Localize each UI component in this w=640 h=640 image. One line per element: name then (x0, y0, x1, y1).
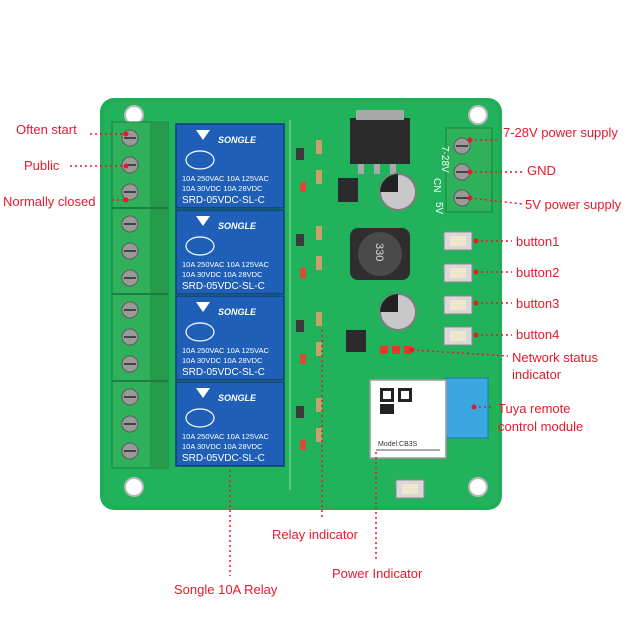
label-gnd: GND (527, 163, 556, 178)
relay-rating-line2: 10A 30VDC 10A 28VDC (182, 184, 263, 193)
label-songle-relay: Songle 10A Relay (174, 582, 278, 597)
relay-rating-line1: 10A 250VAC 10A 125VAC (182, 260, 269, 269)
capacitor (379, 293, 417, 331)
relay-rating-line1: 10A 250VAC 10A 125VAC (182, 432, 269, 441)
relay-rating-line1: 10A 250VAC 10A 125VAC (182, 174, 269, 183)
relay-3: SONGLE 10A 250VAC 10A 125VAC 10A 30VDC 1… (175, 295, 285, 381)
relay-4: SONGLE 10A 250VAC 10A 125VAC 10A 30VDC 1… (175, 381, 285, 467)
label-public: Public (24, 158, 60, 173)
module-model: Model:CB3S (378, 441, 418, 448)
inductor: 330 (350, 228, 410, 280)
mounting-hole (124, 477, 144, 497)
label-button1: button1 (516, 234, 560, 249)
label-power-indicator: Power Indicator (332, 566, 423, 581)
relay-model: SRD-05VDC-SL-C (182, 453, 265, 464)
cn-silk: CN (431, 178, 442, 192)
relay-model: SRD-05VDC-SL-C (182, 367, 265, 378)
relay-rating-line2: 10A 30VDC 10A 28VDC (182, 442, 263, 451)
label-network-status-indicator: indicator (512, 367, 562, 382)
smd-components (296, 140, 322, 450)
power-input-silk: 7-28V (439, 146, 450, 173)
relay-brand: SONGLE (218, 307, 257, 317)
five-v-silk: 5V (433, 202, 444, 215)
tuya-module: Model:CB3S (369, 377, 489, 459)
label-normally-closed: Normally closed (3, 194, 96, 209)
relay-model: SRD-05VDC-SL-C (182, 281, 265, 292)
label-button2: button2 (516, 265, 560, 280)
relay-brand: SONGLE (218, 135, 257, 145)
label-often-start: Often start (16, 122, 77, 137)
label-tuya-remote: Tuya remote (498, 401, 571, 416)
relay-rating-line1: 10A 250VAC 10A 125VAC (182, 346, 269, 355)
label-tuya-control-module: control module (498, 419, 584, 434)
relay-1: SONGLE 10A 250VAC 10A 125VAC 10A 30VDC 1… (175, 123, 285, 209)
inductor-label: 330 (373, 243, 385, 261)
network-status-leds (380, 346, 412, 354)
label-power-supply-28v: 7-28V power supply (503, 125, 618, 140)
mounting-hole (468, 105, 488, 125)
push-button (443, 263, 473, 283)
label-network-status: Network status (512, 350, 598, 365)
push-button (395, 479, 425, 499)
push-button (443, 326, 473, 346)
relay-brand: SONGLE (218, 393, 257, 403)
label-button3: button3 (516, 296, 560, 311)
power-silk-labels: 7-28V CN 5V (431, 146, 450, 215)
relay-rating-line2: 10A 30VDC 10A 28VDC (182, 356, 263, 365)
relay-model: SRD-05VDC-SL-C (182, 195, 265, 206)
label-power-supply-5v: 5V power supply (525, 197, 622, 212)
push-button (443, 295, 473, 315)
label-relay-indicator: Relay indicator (272, 527, 358, 542)
label-button4: button4 (516, 327, 560, 342)
relay-2: SONGLE 10A 250VAC 10A 125VAC 10A 30VDC 1… (175, 209, 285, 295)
mounting-hole (468, 477, 488, 497)
voltage-regulator (338, 110, 410, 202)
relay-brand: SONGLE (218, 221, 257, 231)
push-button (443, 231, 473, 251)
relay-terminal-blocks (111, 121, 169, 469)
relay-rating-line2: 10A 30VDC 10A 28VDC (182, 270, 263, 279)
mounting-hole (124, 105, 144, 125)
capacitor (379, 173, 417, 211)
